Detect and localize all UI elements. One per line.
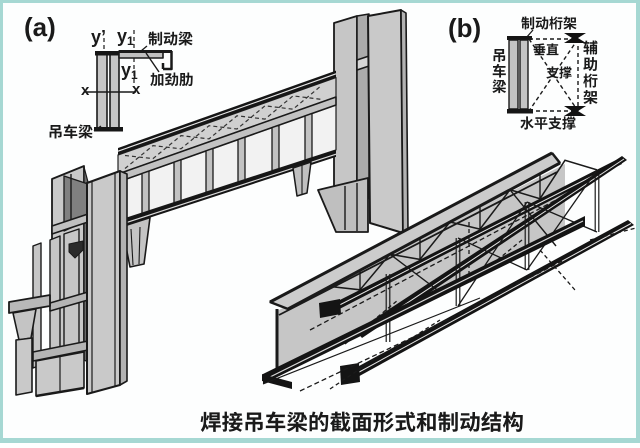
svg-text:x: x (132, 81, 141, 98)
svg-text:(a): (a) (24, 12, 56, 42)
svg-text:(b): (b) (448, 13, 481, 43)
svg-text:y’: y’ (91, 27, 106, 47)
svg-text:x: x (81, 82, 90, 99)
